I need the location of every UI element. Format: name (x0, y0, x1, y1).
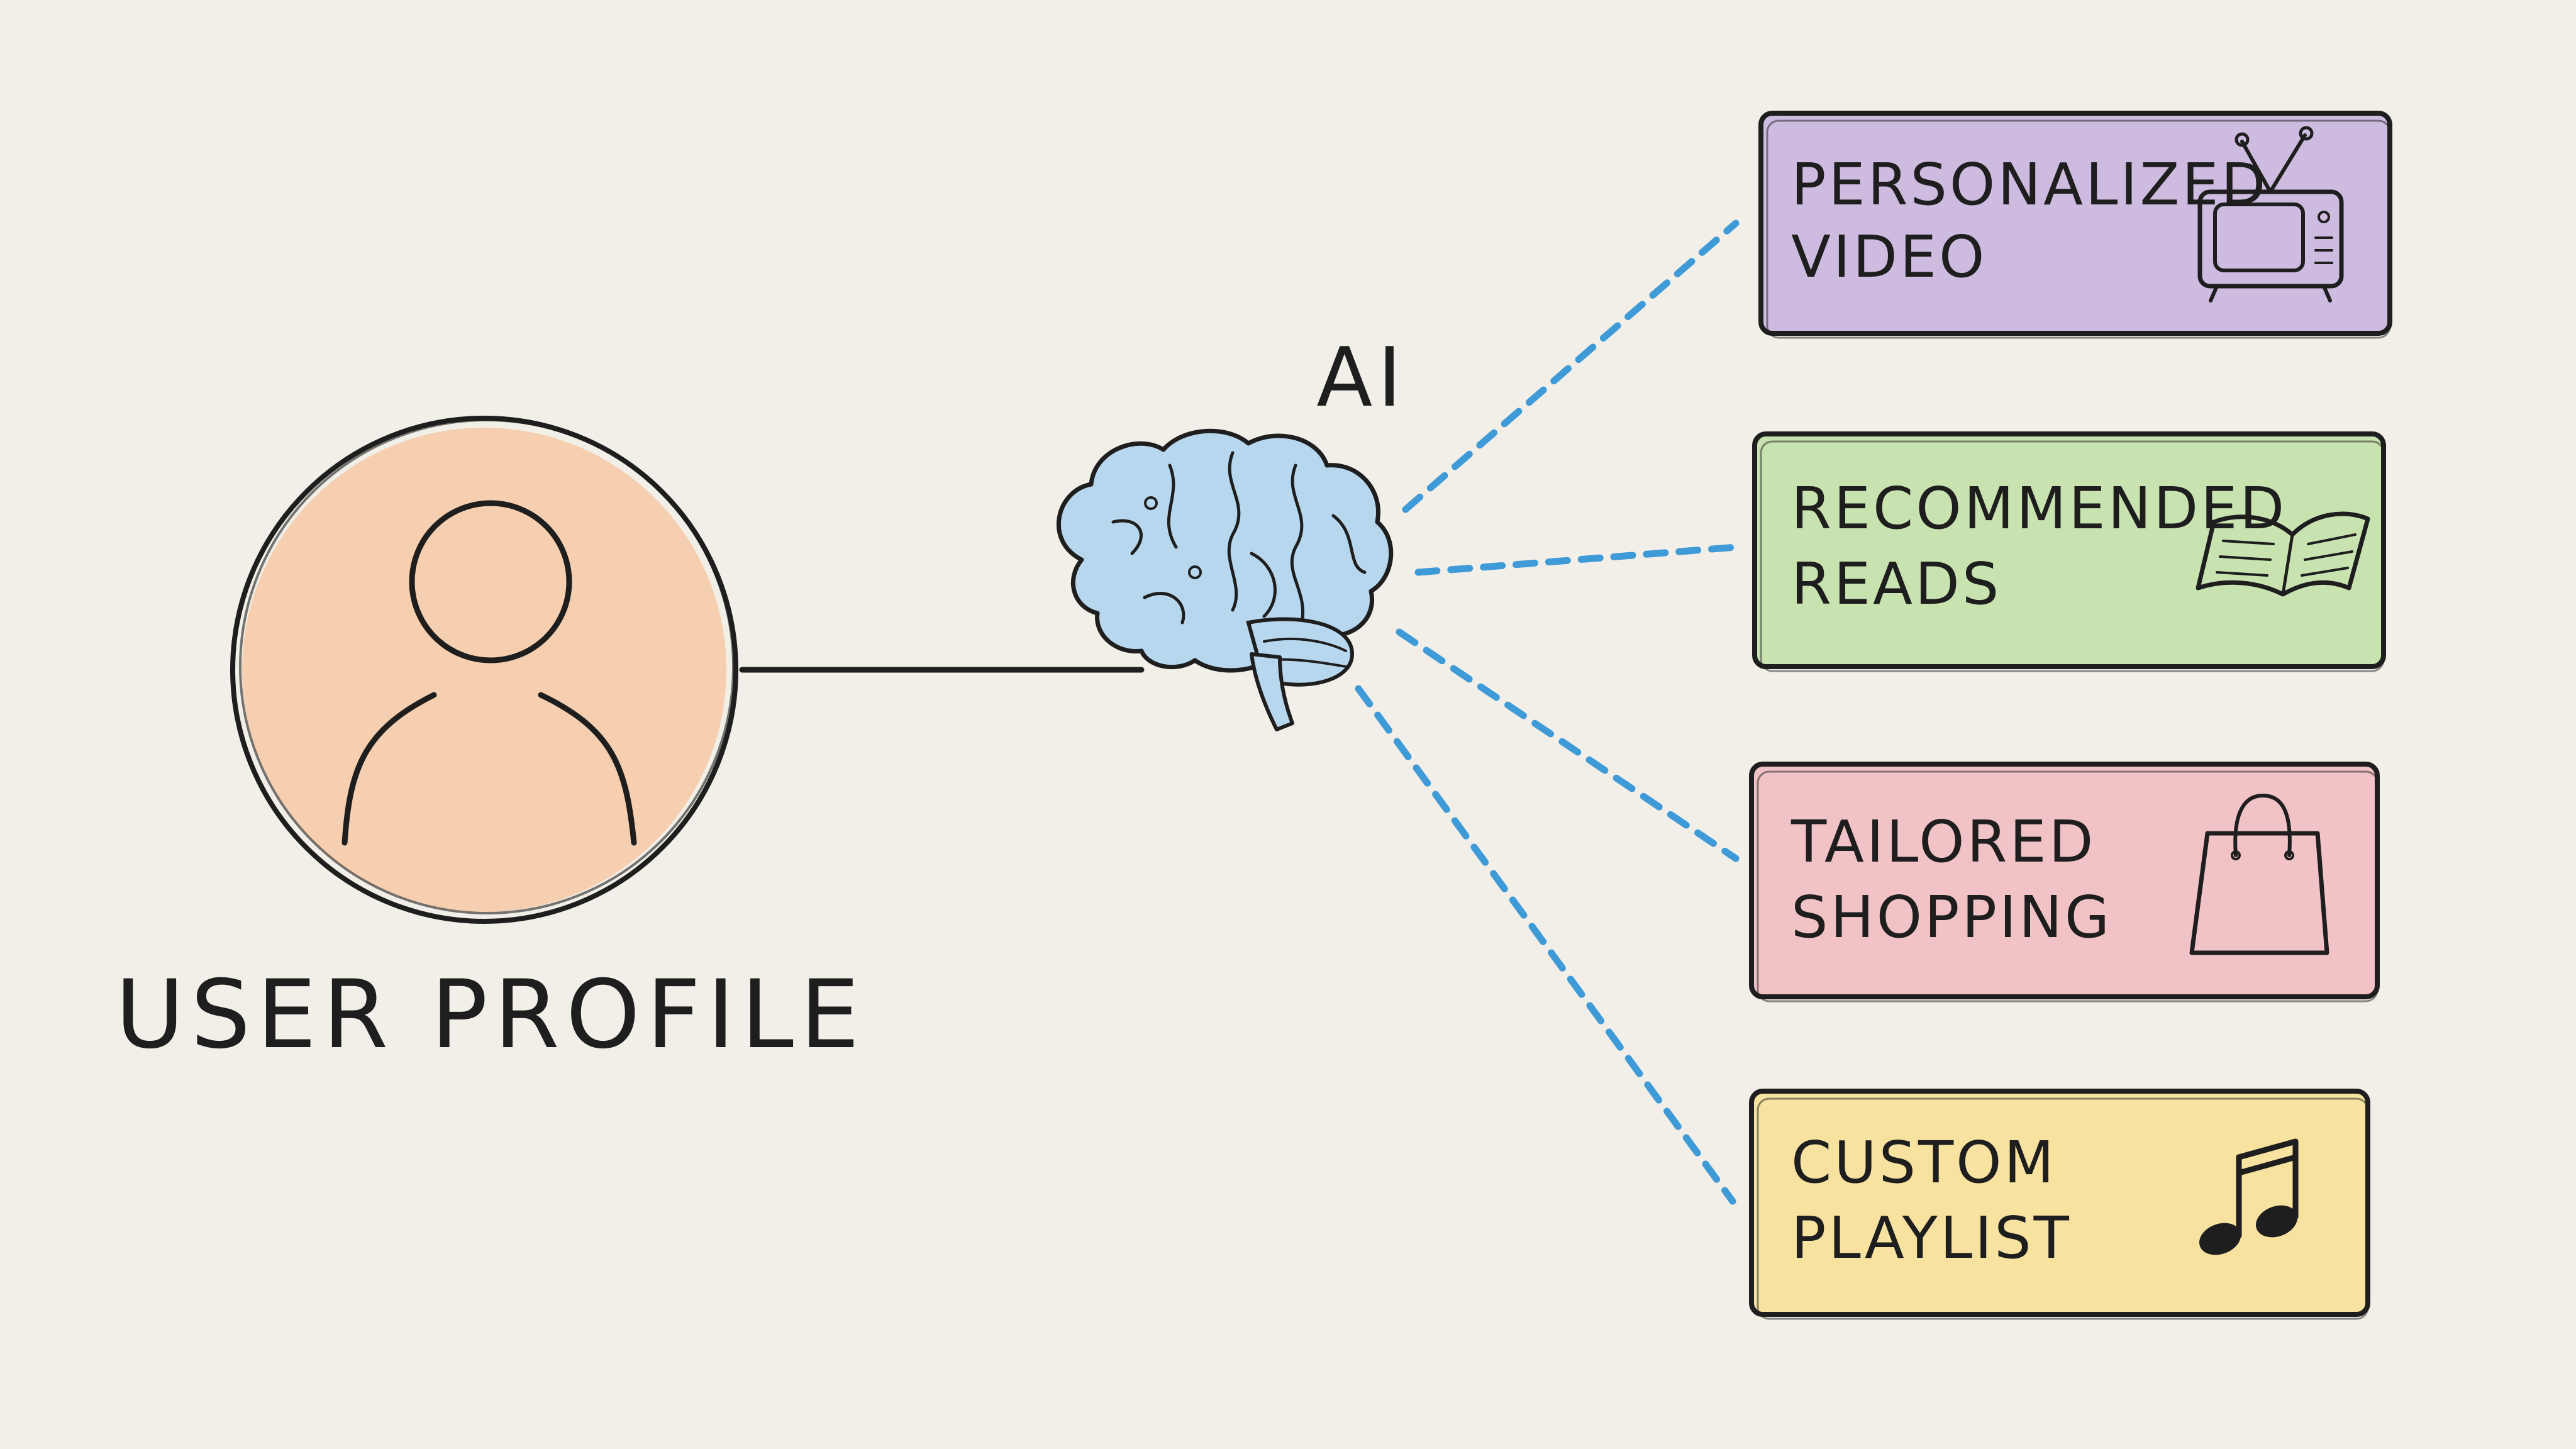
connector-to-card-3 (1396, 628, 1740, 862)
card-4-line-2: PLAYLIST (1791, 1204, 2072, 1272)
ai-to-cards-connectors (1355, 219, 1740, 1205)
card-3-line-1: TAILORED (1790, 808, 2096, 875)
card-3-line-2: SHOPPING (1791, 884, 2112, 951)
shopping-bag-icon (2189, 794, 2329, 955)
ai-node: AI (1057, 330, 1406, 731)
brain-body (1057, 428, 1394, 673)
user-icon (341, 500, 637, 846)
music-note-icon (2199, 1138, 2299, 1255)
card-recommended-reads: RECOMMENDED READS (1752, 431, 2386, 672)
ai-label: AI (1316, 330, 1406, 425)
card-4-fill (1749, 1089, 2370, 1317)
card-2-line-1: RECOMMENDED (1791, 475, 2287, 542)
card-4-line-1: CUSTOM (1791, 1129, 2057, 1196)
card-2-line-2: READS (1791, 550, 2001, 618)
card-tailored-shopping: TAILORED SHOPPING (1749, 762, 2380, 1002)
brain-icon (1057, 428, 1394, 731)
card-3-fill (1749, 762, 2380, 999)
user-profile-label: USER PROFILE (115, 960, 865, 1070)
user-circle-fill (242, 428, 726, 912)
brain-stem (1250, 652, 1294, 731)
user-profile-node: USER PROFILE (115, 416, 865, 1070)
card-custom-playlist: CUSTOM PLAYLIST (1749, 1089, 2370, 1320)
connector-to-card-4 (1355, 685, 1736, 1205)
card-personalized-video: PERSONALIZED VIDEO (1758, 111, 2392, 339)
connector-to-card-1 (1402, 219, 1740, 513)
card-1-line-1: PERSONALIZED (1791, 151, 2268, 218)
connector-to-card-2 (1414, 543, 1740, 576)
card-1-line-2: VIDEO (1791, 223, 1987, 291)
tv-icon (2197, 126, 2344, 303)
book-icon (2196, 511, 2370, 597)
user-circle-outline (230, 416, 738, 924)
